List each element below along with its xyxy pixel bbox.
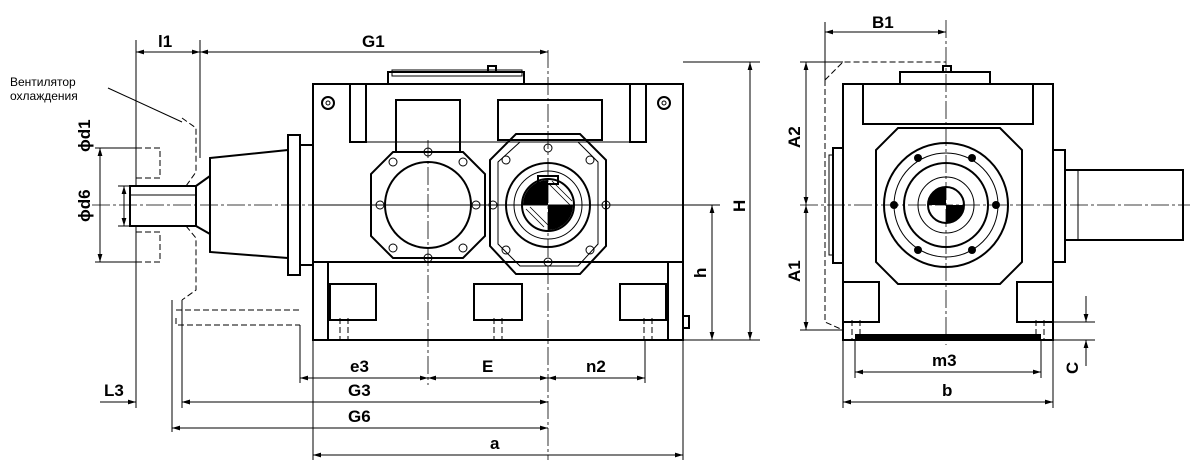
dim-C: C: [1063, 362, 1082, 374]
dim-m3: m3: [932, 351, 957, 370]
dim-H: H: [730, 200, 749, 212]
front-view: Вентилятор охлаждения l1 G1 ϕd1 ϕd6 H h …: [10, 32, 760, 460]
dim-l1: l1: [158, 32, 172, 51]
dim-G6: G6: [348, 407, 371, 426]
dim-b: b: [942, 381, 952, 400]
dim-e3: e3: [350, 357, 369, 376]
dim-d6: ϕd6: [75, 189, 94, 222]
dim-E: E: [482, 357, 493, 376]
dim-n2: n2: [586, 357, 606, 376]
dim-L3: L3: [104, 381, 124, 400]
output-shaft-flange: [488, 133, 611, 275]
dim-h: h: [691, 268, 710, 278]
fan-note-line2: охлаждения: [10, 89, 78, 103]
gearbox-housing: [312, 65, 690, 341]
dim-B1: B1: [872, 13, 894, 32]
side-flange: [875, 127, 1023, 285]
dim-A1: A1: [785, 260, 804, 282]
dim-G3: G3: [348, 381, 371, 400]
side-view: B1 A2 A1 m3 b C: [785, 13, 1190, 408]
fan-note-line1: Вентилятор: [10, 75, 76, 89]
cooling-fan: [135, 117, 300, 326]
dim-d1: ϕd1: [75, 119, 94, 152]
dim-G1: G1: [362, 32, 385, 51]
dim-a: a: [490, 434, 500, 453]
dim-A2: A2: [785, 126, 804, 148]
